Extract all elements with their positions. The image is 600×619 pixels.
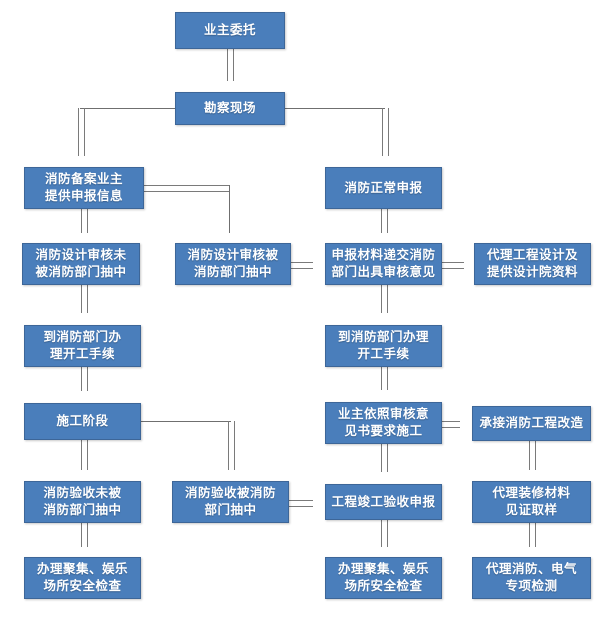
node-fire-filing-owner-info[interactable]: 消防备案业主 提供申报信息 — [24, 167, 144, 209]
node-label: 到消防部门办理 开工手续 — [337, 330, 429, 361]
connector-n02-n03-v — [78, 108, 85, 156]
node-acceptance-not-selected[interactable]: 消防验收未被 消防部门抽中 — [24, 481, 141, 523]
connector-n03-n05 — [81, 209, 88, 233]
connector-n12-n13 — [442, 421, 460, 428]
node-label: 消防验收未被 消防部门抽中 — [43, 486, 122, 517]
node-label: 消防设计审核被 消防部门抽中 — [187, 248, 279, 279]
connector-n01-n02 — [227, 49, 234, 81]
connector-n03-n06-v — [229, 185, 231, 233]
node-design-review-selected[interactable]: 消防设计审核被 消防部门抽中 — [175, 243, 291, 285]
node-label: 工程竣工验收申报 — [331, 494, 436, 509]
node-label: 业主依照审核意 见书要求施工 — [337, 407, 429, 438]
node-label: 承接消防工程改造 — [479, 416, 584, 430]
connector-n04-n07 — [381, 209, 388, 233]
node-agent-engineering-design[interactable]: 代理工程设计及 提供设计院资料 — [474, 243, 591, 285]
connector-n14-n18 — [81, 523, 88, 547]
node-submit-materials-review-opinion[interactable]: 申报材料递交消防 部门出具审核意见 — [325, 243, 442, 285]
connector-n02-n03-h — [80, 108, 176, 110]
connector-n07-n10 — [381, 285, 388, 313]
connector-n12-n16 — [381, 444, 388, 472]
connector-n11-n14 — [81, 440, 88, 470]
connector-n05-n09 — [81, 285, 88, 313]
connector-n17-n20 — [529, 523, 536, 547]
node-start-work-formalities-left[interactable]: 到消防部门办 理开工手续 — [24, 325, 141, 367]
node-owner-commission[interactable]: 业主委托 — [175, 12, 285, 49]
connector-n07-n08 — [442, 261, 464, 269]
connector-n11-n15-h — [141, 421, 231, 423]
node-label: 勘察现场 — [203, 101, 256, 115]
connector-n11-n15-v — [228, 421, 235, 470]
node-safety-inspection-middle[interactable]: 办理聚集、娱乐 场所安全检查 — [325, 557, 442, 599]
node-completion-acceptance-declaration[interactable]: 工程竣工验收申报 — [325, 484, 442, 520]
node-label: 消防验收被消防 部门抽中 — [184, 486, 276, 517]
node-design-review-not-selected[interactable]: 消防设计审核未 被消防部门抽中 — [22, 243, 140, 285]
connector-n09-n11 — [81, 367, 88, 391]
node-label: 消防备案业主 提供申报信息 — [44, 172, 123, 203]
connector-n02-n04-h — [285, 108, 385, 110]
node-label: 到消防部门办 理开工手续 — [43, 330, 122, 361]
node-label: 代理消防、电气 专项检测 — [485, 562, 577, 593]
node-acceptance-selected[interactable]: 消防验收被消防 部门抽中 — [172, 481, 289, 523]
connector-n15-n16 — [289, 500, 313, 507]
node-agent-fire-electrical-testing[interactable]: 代理消防、电气 专项检测 — [472, 557, 591, 599]
node-start-work-formalities-right[interactable]: 到消防部门办理 开工手续 — [325, 325, 442, 367]
node-label: 申报材料递交消防 部门出具审核意见 — [331, 248, 436, 279]
node-owner-construct-per-opinion[interactable]: 业主依照审核意 见书要求施工 — [325, 402, 442, 444]
node-label: 施工阶段 — [56, 414, 109, 428]
node-label: 代理装修材料 见证取样 — [492, 486, 571, 517]
node-safety-inspection-left[interactable]: 办理聚集、娱乐 场所安全检查 — [24, 557, 141, 599]
connector-n16-n19 — [381, 520, 388, 547]
connector-n13-n17 — [529, 441, 536, 470]
node-fire-normal-declaration[interactable]: 消防正常申报 — [325, 167, 442, 209]
node-label: 办理聚集、娱乐 场所安全检查 — [337, 562, 429, 593]
node-label: 办理聚集、娱乐 场所安全检查 — [36, 562, 128, 593]
node-label: 消防设计审核未 被消防部门抽中 — [35, 248, 127, 279]
node-construction-stage[interactable]: 施工阶段 — [24, 403, 141, 440]
connector-n03-n06-h — [144, 185, 229, 192]
connector-n02-n04-v — [382, 108, 389, 156]
node-label: 代理工程设计及 提供设计院资料 — [486, 248, 578, 279]
node-site-survey[interactable]: 勘察现场 — [175, 92, 285, 125]
node-agent-decoration-material-sampling[interactable]: 代理装修材料 见证取样 — [472, 481, 591, 523]
node-undertake-fire-renovation[interactable]: 承接消防工程改造 — [472, 406, 591, 441]
node-label: 消防正常申报 — [344, 180, 423, 195]
connector-n06-n07 — [291, 261, 313, 269]
node-label: 业主委托 — [203, 23, 256, 37]
connector-n10-n12 — [381, 367, 388, 390]
